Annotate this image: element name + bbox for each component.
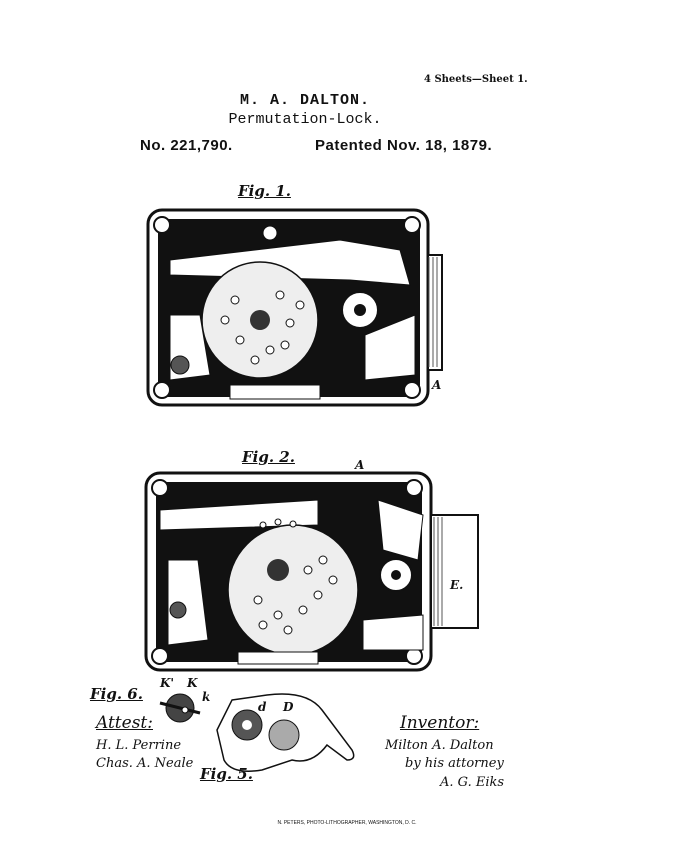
- witness-1-signature: H. L. Perrine: [96, 738, 182, 753]
- fig6-ref-k-upper: K: [187, 676, 198, 690]
- attest-label: Attest:: [96, 713, 153, 733]
- patent-date: Patented Nov. 18, 1879.: [315, 137, 493, 154]
- sheet-number: 4 Sheets—Sheet 1.: [424, 74, 528, 85]
- patent-number: No. 221,790.: [140, 137, 233, 154]
- fig6-ref-k-lower: k: [202, 690, 211, 704]
- attorney-signature: A. G. Eiks: [440, 775, 505, 790]
- fig6-drawing: [159, 693, 201, 723]
- fig5-ref-d: d: [258, 700, 267, 714]
- fig2-lock-drawing: [144, 471, 479, 672]
- fig6-label: Fig. 6.: [90, 685, 143, 703]
- fig5-ref-D: D: [283, 700, 294, 714]
- fig5-label: Fig. 5.: [200, 765, 253, 783]
- fig1-label: Fig. 1.: [238, 182, 291, 200]
- fig2-label: Fig. 2.: [242, 448, 295, 466]
- inventor-name: M. A. DALTON.: [239, 92, 371, 109]
- fig2-ref-e: E.: [450, 578, 464, 592]
- witness-2-signature: Chas. A. Neale: [96, 756, 194, 771]
- fig5-drawing: [216, 693, 355, 772]
- fig2-ref-a: A: [355, 458, 365, 472]
- fig1-lock-drawing: [146, 208, 443, 407]
- inventor-signature: Milton A. Dalton: [385, 738, 494, 753]
- patent-title: Permutation-Lock.: [228, 111, 382, 128]
- fig1-ref-a: A: [432, 378, 442, 392]
- inventor-label: Inventor:: [400, 713, 480, 733]
- by-attorney-text: by his attorney: [405, 756, 504, 771]
- fig6-ref-k-prime: K': [160, 676, 175, 690]
- lithographer-footer: N. PETERS, PHOTO-LITHOGRAPHER, WASHINGTO…: [277, 820, 417, 826]
